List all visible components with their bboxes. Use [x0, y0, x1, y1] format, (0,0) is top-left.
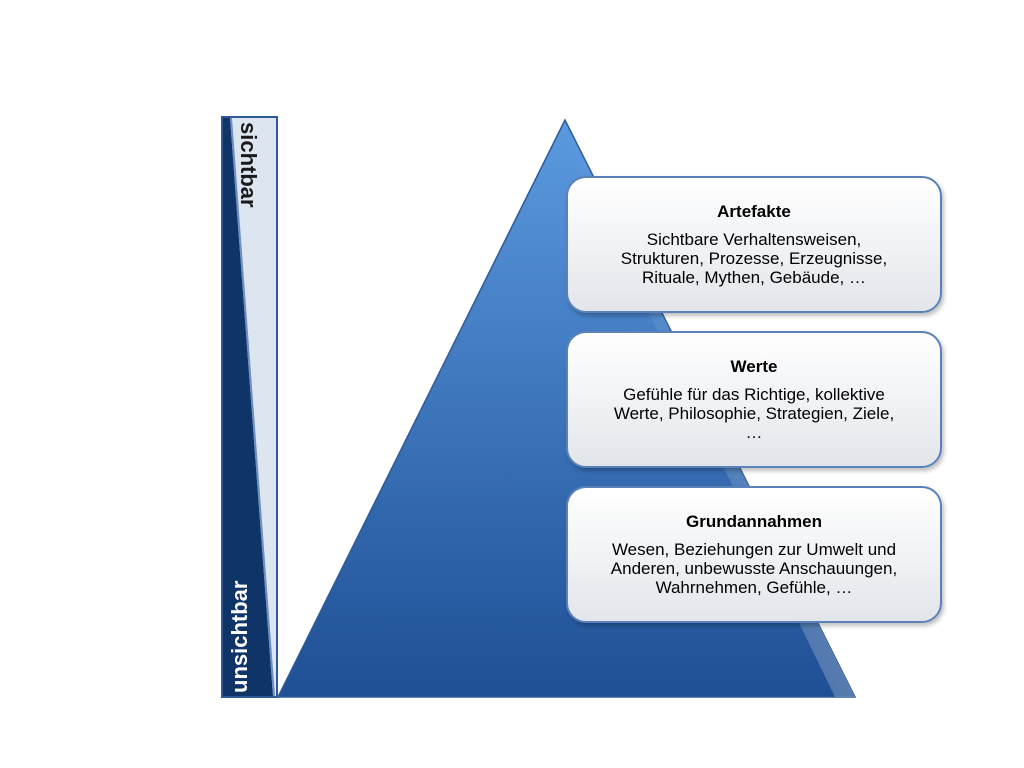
layer-text: Strukturen, Prozesse, Erzeugnisse,: [620, 249, 888, 268]
layer-werte: Werte Gefühle für das Richtige, kollekti…: [566, 331, 942, 468]
layer-text: Wahrnehmen, Gefühle, …: [655, 578, 853, 597]
invisible-label: unsichtbar: [227, 580, 252, 693]
layer-title: Werte: [730, 357, 778, 376]
layer-artefakte: Artefakte Sichtbare Verhaltensweisen, St…: [566, 176, 942, 313]
layer-text: Sichtbare Verhaltensweisen,: [646, 230, 862, 249]
layer-grundannahmen: Grundannahmen Wesen, Beziehungen zur Umw…: [566, 486, 942, 623]
layer-text: Gefühle für das Richtige, kollektive: [623, 385, 885, 404]
visible-label: sichtbar: [236, 122, 261, 208]
layer-title: Artefakte: [717, 202, 791, 221]
layer-title: Grundannahmen: [685, 512, 822, 531]
layer-text: …: [745, 423, 763, 442]
visibility-bar: [221, 116, 278, 698]
layer-text: Rituale, Mythen, Gebäude, …: [642, 268, 866, 287]
layer-text: Wesen, Beziehungen zur Umwelt und: [611, 540, 897, 559]
layer-text: Anderen, unbewusste Anschauungen,: [610, 559, 898, 578]
layer-text: Werte, Philosophie, Strategien, Ziele,: [613, 404, 895, 423]
